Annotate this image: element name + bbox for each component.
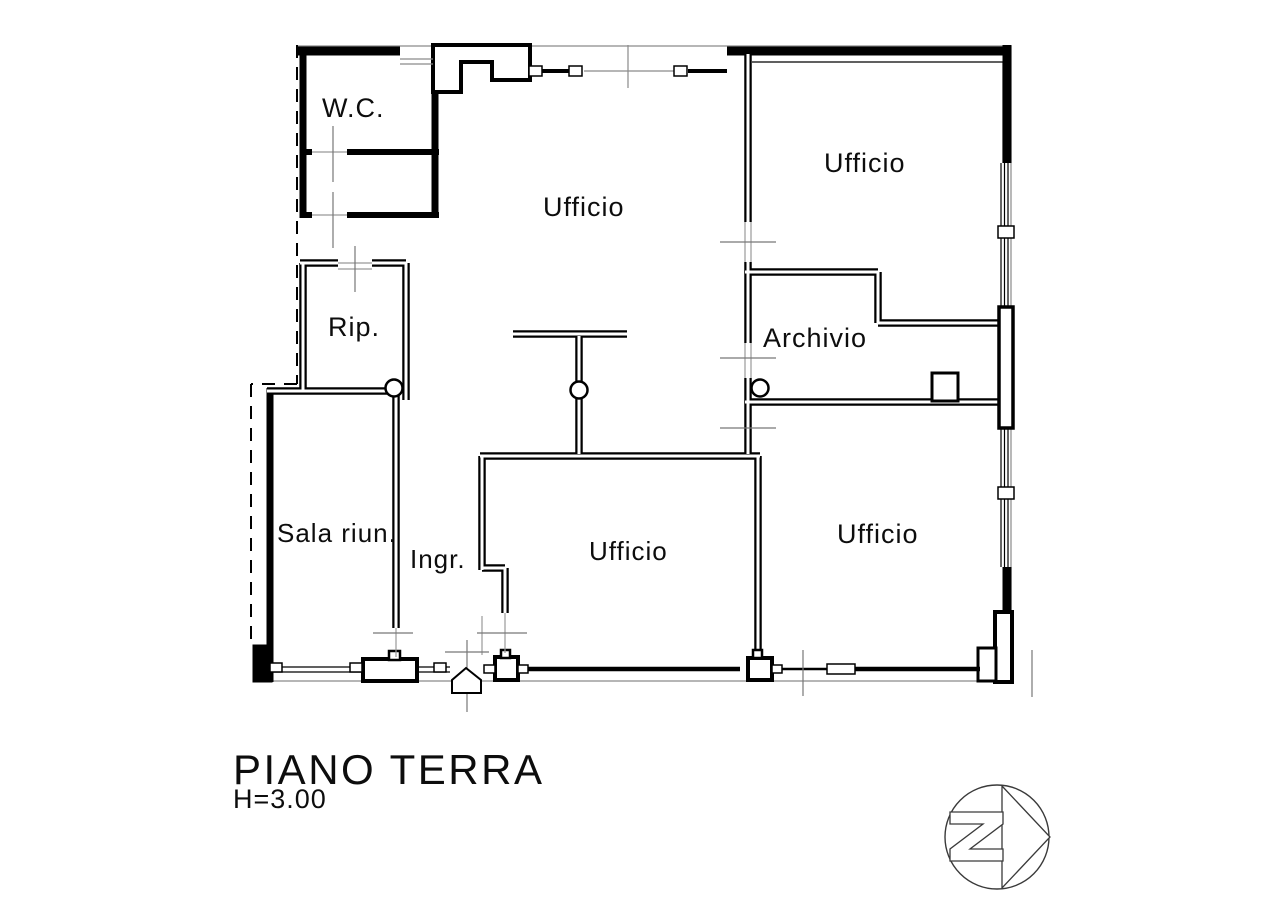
room-label-ufficio-bottom-right: Ufficio	[837, 519, 919, 549]
room-label-ufficio-bottom-center: Ufficio	[589, 536, 668, 566]
room-label-archivio: Archivio	[763, 323, 867, 353]
room-label-ufficio-top-center: Ufficio	[543, 192, 625, 222]
pillars	[252, 43, 1015, 684]
entrance-arrow-icon	[451, 666, 482, 694]
dashed-boundary	[250, 45, 298, 645]
door-circles	[384, 378, 770, 400]
room-labels: W.C. Ufficio Ufficio Rip. Archivio Sala …	[277, 93, 919, 574]
north-arrow-icon	[944, 784, 1051, 890]
title-block: PIANO TERRA H=3.00	[233, 746, 544, 814]
outer-walls	[266, 45, 1012, 682]
room-label-ingresso: Ingr.	[410, 544, 466, 574]
interior-walls-core	[267, 54, 1001, 662]
windows	[269, 45, 1015, 675]
room-label-wc: W.C.	[322, 93, 385, 123]
room-label-rip: Rip.	[328, 312, 380, 342]
inner-face-lines	[752, 61, 1004, 163]
outer-face-lines	[253, 45, 1012, 682]
room-label-sala-riunioni: Sala riun.	[277, 518, 397, 548]
floor-height: H=3.00	[233, 784, 327, 814]
interior-walls	[267, 54, 1001, 662]
room-label-ufficio-top-right: Ufficio	[824, 148, 906, 178]
floor-title: PIANO TERRA	[233, 746, 544, 793]
